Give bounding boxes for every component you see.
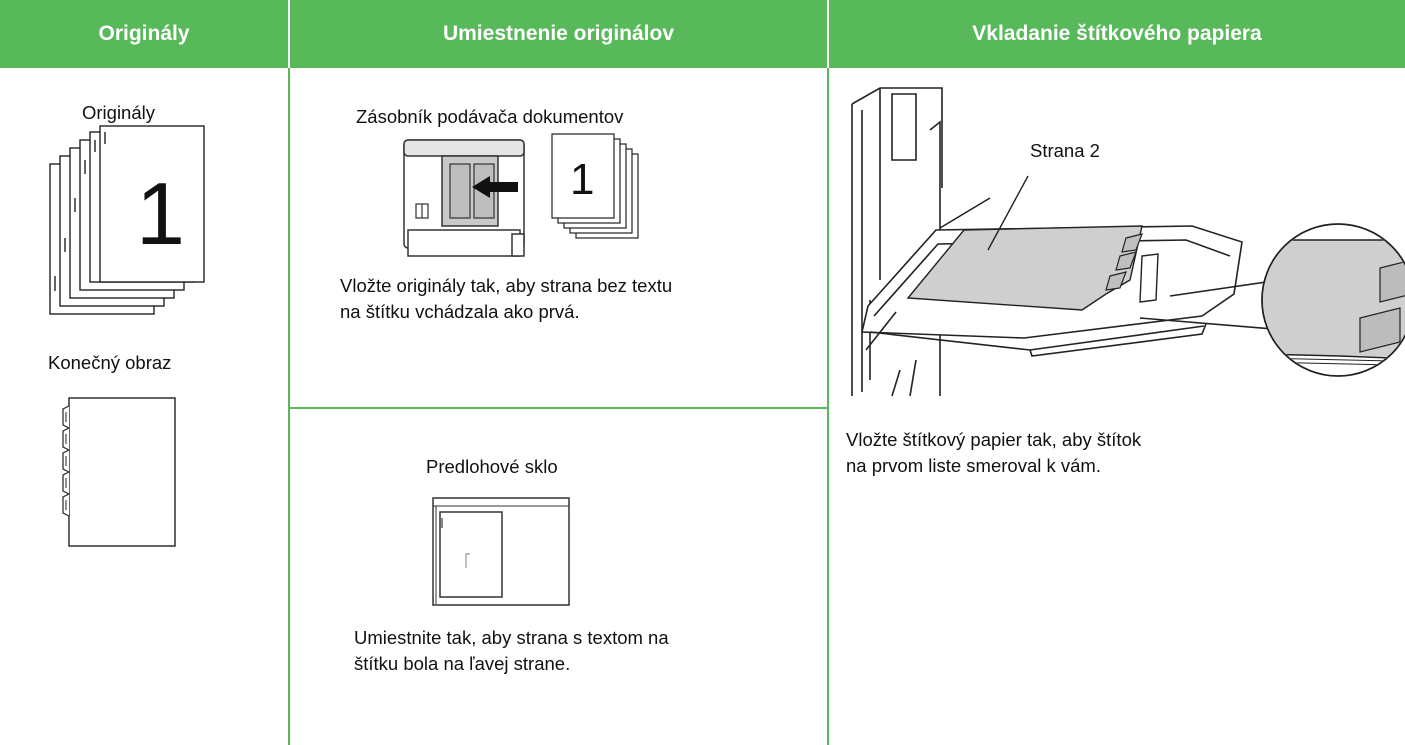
header-loading-tab-paper: Vkladanie štítkového papiera xyxy=(829,0,1405,68)
document-glass-illustration xyxy=(432,497,570,606)
final-image-label: Konečný obraz xyxy=(48,352,172,373)
feeder-title: Zásobník podávača dokumentov xyxy=(356,106,624,127)
originals-stack-illustration: 1 xyxy=(49,125,205,315)
originals-label: Originály xyxy=(82,102,155,123)
sheet-number: 1 xyxy=(136,164,185,263)
side-2-callout: Strana 2 xyxy=(1030,140,1100,161)
final-image-illustration xyxy=(62,397,176,547)
document-feeder-illustration xyxy=(403,139,525,257)
glass-title: Predlohové sklo xyxy=(426,456,558,477)
glass-instruction-line-1: Umiestnite tak, aby strana s textom na xyxy=(354,627,669,648)
header-originals: Originály xyxy=(0,0,288,68)
tab-paper-instruction-line-2: na prvom liste smeroval k vám. xyxy=(846,455,1101,476)
bypass-tray-illustration xyxy=(851,87,1405,397)
feeder-sheet-number: 1 xyxy=(570,155,594,204)
header-placement: Umiestnenie originálov xyxy=(290,0,827,68)
feeder-instruction-line-2: na štítku vchádzala ako prvá. xyxy=(340,301,580,322)
glass-instruction-line-2: štítku bola na ľavej strane. xyxy=(354,653,571,674)
feeder-instruction-line-1: Vložte originály tak, aby strana bez tex… xyxy=(340,275,673,296)
feeder-original-sheets: 1 xyxy=(551,133,639,239)
tab-paper-instruction-line-1: Vložte štítkový papier tak, aby štítok xyxy=(846,429,1142,450)
column-divider-1 xyxy=(288,68,290,745)
column-divider-2 xyxy=(827,68,829,745)
row-divider xyxy=(290,407,827,409)
